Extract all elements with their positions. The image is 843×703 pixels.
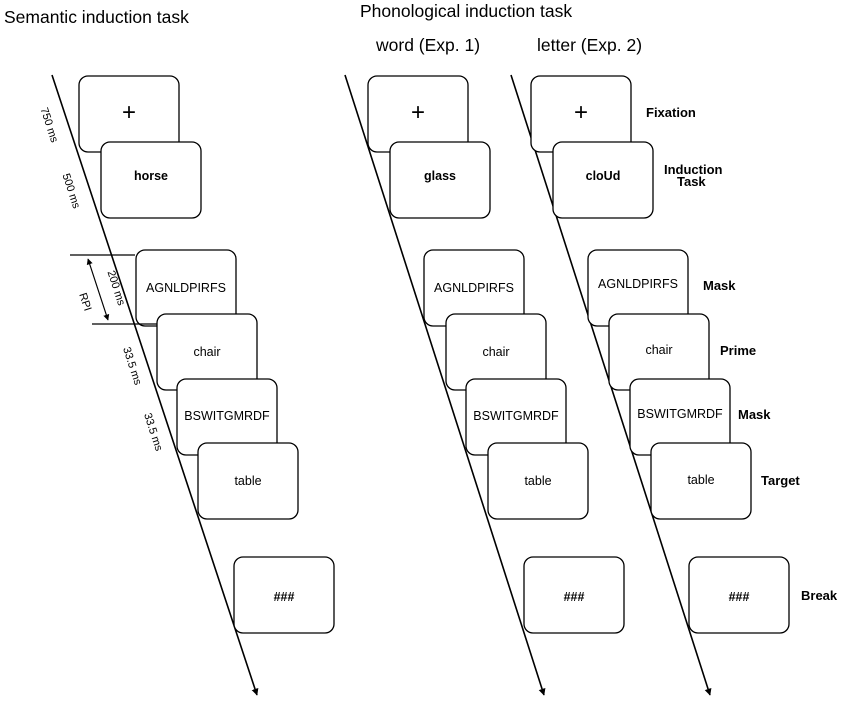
svg-text:chair: chair <box>645 343 672 357</box>
time-axis-word <box>344 74 546 696</box>
word-induction-frame: glass <box>389 141 491 219</box>
svg-text:cloUd: cloUd <box>586 169 621 183</box>
svg-text:AGNLDPIRFS: AGNLDPIRFS <box>598 277 678 291</box>
phase-label-induction: Induction <box>664 162 723 177</box>
semantic-task-heading: Semantic induction task <box>4 7 189 27</box>
svg-text:table: table <box>524 474 551 488</box>
svg-text:chair: chair <box>193 345 220 359</box>
phonological-task-heading: Phonological induction task <box>360 1 572 21</box>
semantic-induction-frame: horse <box>100 141 202 219</box>
letter-prime-frame: chair <box>608 313 710 391</box>
letter-backward-mask-frame: BSWITGMRDF <box>629 378 731 456</box>
letter-forward-mask-frame: AGNLDPIRFS <box>587 249 689 327</box>
svg-text:+: + <box>411 99 425 126</box>
svg-text:+: + <box>574 99 588 126</box>
svg-text:###: ### <box>564 590 585 604</box>
svg-text:+: + <box>122 99 136 126</box>
svg-text:glass: glass <box>424 169 456 183</box>
timing-fixation: 750 ms <box>38 106 61 144</box>
svg-text:table: table <box>234 474 261 488</box>
semantic-break-frame: ### <box>233 556 335 634</box>
svg-text:###: ### <box>729 590 750 604</box>
semantic-target-frame: table <box>197 442 299 520</box>
phase-label-fixation: Fixation <box>646 105 696 120</box>
word-backward-mask-frame: BSWITGMRDF <box>465 378 567 456</box>
phase-label-prime: Prime <box>720 343 756 358</box>
rpi-label: RPI <box>76 291 93 312</box>
semantic-forward-mask-frame: AGNLDPIRFS <box>135 249 237 327</box>
semantic-fixation-frame: + <box>78 75 180 153</box>
word-fixation-frame: + <box>367 75 469 153</box>
word-break-frame: ### <box>523 556 625 634</box>
timing-mask: 200 ms <box>105 269 128 307</box>
timing-backward-mask: 33.5 ms <box>141 412 165 453</box>
svg-text:AGNLDPIRFS: AGNLDPIRFS <box>146 281 226 295</box>
phase-label-task: Task <box>677 174 706 189</box>
word-forward-mask-frame: AGNLDPIRFS <box>423 249 525 327</box>
svg-text:BSWITGMRDF: BSWITGMRDF <box>637 407 723 421</box>
svg-text:BSWITGMRDF: BSWITGMRDF <box>473 409 559 423</box>
svg-text:horse: horse <box>134 169 168 183</box>
svg-text:BSWITGMRDF: BSWITGMRDF <box>184 409 270 423</box>
letter-fixation-frame: + <box>530 75 632 153</box>
svg-text:###: ### <box>274 590 295 604</box>
phase-label-target: Target <box>761 473 800 488</box>
phase-label-mask: Mask <box>703 278 736 293</box>
timing-prime: 33.5 ms <box>120 346 144 387</box>
timing-induction: 500 ms <box>60 172 83 210</box>
letter-exp2-heading: letter (Exp. 2) <box>537 35 642 55</box>
svg-text:chair: chair <box>482 345 509 359</box>
time-axis-semantic <box>51 74 259 696</box>
word-exp1-heading: word (Exp. 1) <box>375 35 480 55</box>
letter-target-frame: table <box>650 442 752 520</box>
letter-break-frame: ### <box>688 556 790 634</box>
phase-label-mask-2: Mask <box>738 407 771 422</box>
phase-label-break: Break <box>801 588 838 603</box>
semantic-backward-mask-frame: BSWITGMRDF <box>176 378 278 456</box>
svg-text:table: table <box>687 473 714 487</box>
letter-induction-frame: cloUd <box>552 141 654 219</box>
rpi-arrow <box>86 258 110 321</box>
svg-text:AGNLDPIRFS: AGNLDPIRFS <box>434 281 514 295</box>
word-target-frame: table <box>487 442 589 520</box>
